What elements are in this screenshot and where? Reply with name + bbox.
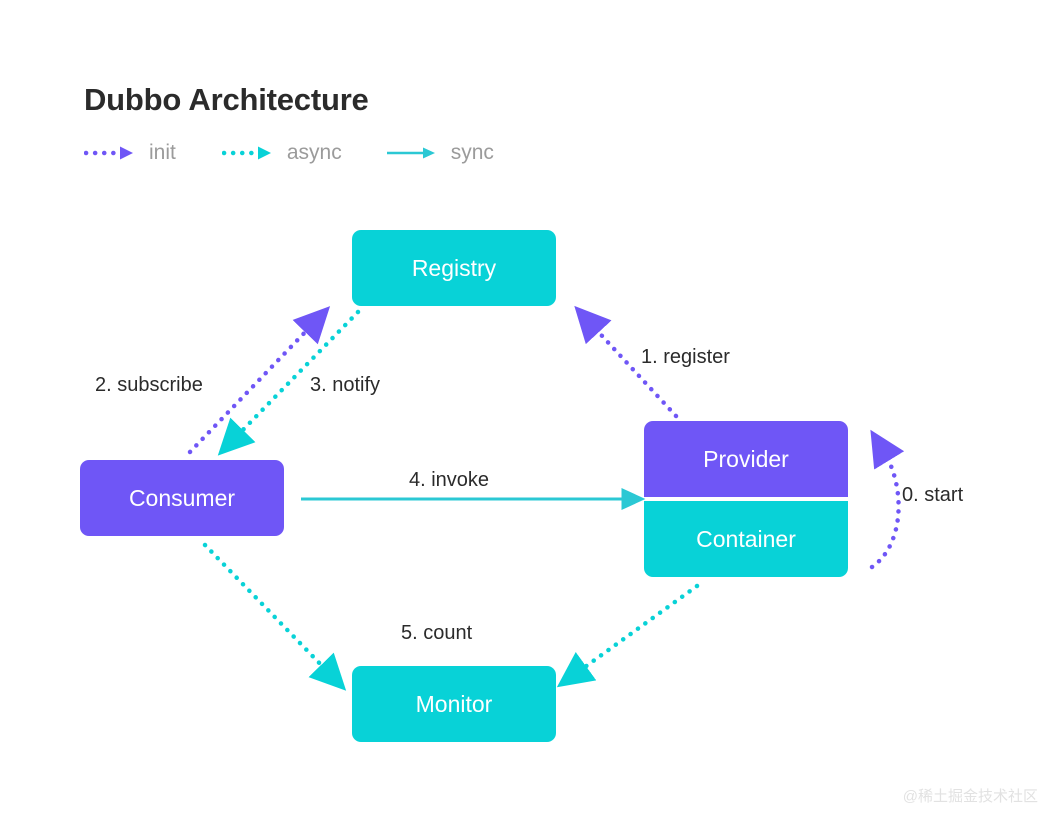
edge-count-consumer <box>202 542 347 691</box>
edge-label-subscribe: 2. subscribe <box>95 374 203 396</box>
node-container[interactable]: Container <box>644 501 848 577</box>
edge-notify <box>217 309 361 456</box>
legend-item-async: async <box>221 138 342 168</box>
node-monitor[interactable]: Monitor <box>352 666 556 742</box>
legend-label-async: async <box>286 141 342 164</box>
node-consumer-label: Consumer <box>128 484 236 511</box>
legend-item-sync: sync <box>386 138 494 168</box>
edge-start <box>869 429 905 570</box>
legend-item-init: init <box>83 138 176 168</box>
edge-label-register: 1. register <box>641 346 730 368</box>
legend-label-init: init <box>149 141 176 164</box>
dotted-arrow-purple-icon <box>83 144 136 162</box>
node-consumer[interactable]: Consumer <box>80 460 284 536</box>
node-registry-label: Registry <box>411 254 497 281</box>
node-monitor-label: Monitor <box>415 690 493 717</box>
watermark: @稀土掘金技术社区 <box>902 788 1038 805</box>
node-container-label: Container <box>696 525 796 552</box>
edge-label-start: 0. start <box>902 484 964 506</box>
edge-label-notify: 3. notify <box>310 374 381 396</box>
edge-count-container <box>556 583 700 688</box>
page-title: Dubbo Architecture <box>84 82 369 117</box>
node-provider-label: Provider <box>703 445 789 472</box>
edge-label-invoke: 4. invoke <box>409 469 490 491</box>
edge-subscribe <box>187 306 331 455</box>
node-registry[interactable]: Registry <box>352 230 556 306</box>
edge-label-count: 5. count <box>401 622 473 644</box>
edge-register <box>574 305 679 419</box>
node-provider[interactable]: Provider <box>644 421 848 497</box>
legend-label-sync: sync <box>450 141 494 164</box>
dotted-arrow-teal-icon <box>221 144 274 162</box>
solid-arrow-teal-icon <box>386 144 438 162</box>
legend: init async sync <box>83 138 494 168</box>
